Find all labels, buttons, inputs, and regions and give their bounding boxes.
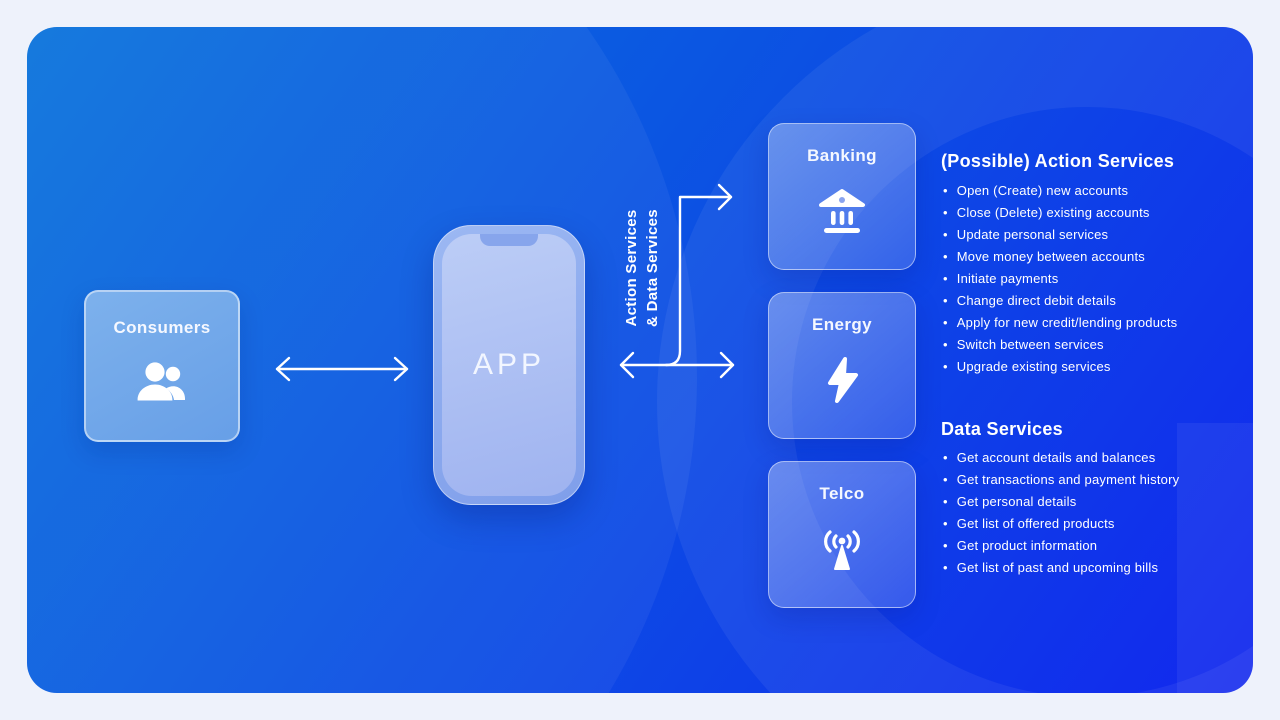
service-item: Get list of past and upcoming bills: [943, 557, 1179, 579]
service-item: Apply for new credit/lending products: [943, 312, 1177, 334]
telco-label: Telco: [819, 484, 865, 503]
service-item: Update personal services: [943, 224, 1177, 246]
diagram-canvas: Consumers APP: [27, 27, 1253, 693]
app-providers-connector: [619, 183, 735, 379]
phone-notch: [480, 234, 538, 246]
people-icon: [133, 358, 191, 411]
data-services-list: Get account details and balancesGet tran…: [943, 447, 1179, 579]
service-item: Initiate payments: [943, 268, 1177, 290]
service-item: Get transactions and payment history: [943, 469, 1179, 491]
phone-screen: APP: [442, 234, 576, 496]
service-item: Move money between accounts: [943, 246, 1177, 268]
provider-card-energy: Energy: [768, 292, 916, 439]
consumers-app-arrow: [275, 356, 409, 382]
service-item: Upgrade existing services: [943, 356, 1177, 378]
bank-icon: [817, 166, 867, 269]
service-item: Open (Create) new accounts: [943, 180, 1177, 202]
flow-label-line2: & Data Services: [644, 209, 661, 327]
lightning-icon: [821, 335, 863, 438]
banking-label: Banking: [807, 146, 877, 165]
flow-label-line1: Action Services: [623, 209, 640, 327]
data-services-heading: Data Services: [941, 419, 1063, 439]
service-item: Get list of offered products: [943, 513, 1179, 535]
service-item: Change direct debit details: [943, 290, 1177, 312]
energy-label: Energy: [811, 315, 873, 334]
provider-card-banking: Banking: [768, 123, 916, 270]
action-services-heading: (Possible) Action Services: [941, 151, 1175, 171]
provider-card-telco: Telco: [768, 461, 916, 608]
flow-label: Action Services & Data Services: [621, 183, 667, 353]
app-label: APP: [472, 348, 546, 381]
service-item: Get account details and balances: [943, 447, 1179, 469]
action-services-list: Open (Create) new accountsClose (Delete)…: [943, 180, 1177, 378]
service-item: Get personal details: [943, 491, 1179, 513]
phone-frame: APP: [433, 225, 585, 505]
antenna-icon: [815, 504, 869, 607]
service-item: Switch between services: [943, 334, 1177, 356]
service-item: Get product information: [943, 535, 1179, 557]
consumers-label: Consumers: [113, 318, 211, 337]
consumers-card: Consumers: [84, 290, 240, 442]
background-bar: [1177, 423, 1253, 693]
service-item: Close (Delete) existing accounts: [943, 202, 1177, 224]
